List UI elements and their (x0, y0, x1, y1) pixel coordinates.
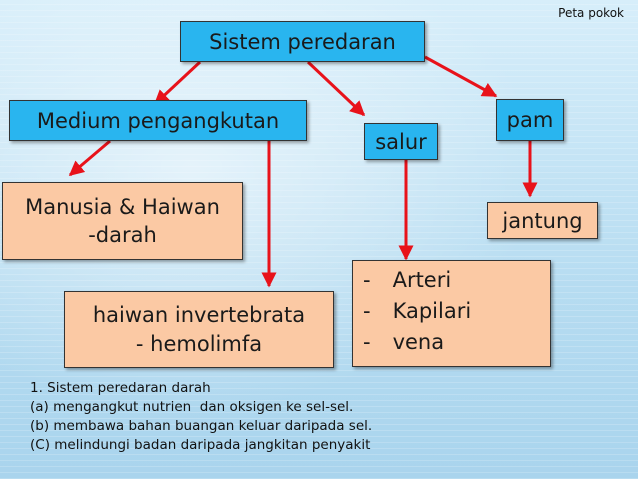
node-manusia-haiwan: Manusia & Haiwan -darah (2, 182, 243, 260)
corner-label: Peta pokok (558, 6, 624, 20)
node-pam: pam (496, 99, 564, 141)
node-invertebrata-line-1: haiwan invertebrata (92, 302, 306, 327)
note-line: 1. Sistem peredaran darah (30, 380, 211, 396)
list-item: -Kapilari (363, 296, 550, 327)
note-line: (C) melindungi badan daripada jangkitan … (30, 437, 371, 453)
node-parts: -Arteri -Kapilari -vena (352, 260, 551, 367)
arrow-root-medium (153, 60, 202, 106)
node-sistem-peredaran-label: Sistem peredaran (209, 29, 396, 54)
node-jantung: jantung (487, 202, 598, 239)
node-jantung-label: jantung (502, 208, 583, 233)
node-salur: salur (364, 123, 438, 160)
part-text: vena (392, 330, 445, 354)
node-medium-label: Medium pengangkutan (36, 108, 280, 133)
notes: 1. Sistem peredaran darah (a) mengangkut… (30, 379, 372, 455)
arrow-medium-manusia (68, 139, 111, 177)
bullet: - (363, 330, 371, 354)
bullet: - (363, 268, 371, 292)
part-text: Kapilari (392, 299, 472, 323)
part-text: Arteri (392, 268, 452, 292)
parts-list: -Arteri -Kapilari -vena (363, 265, 550, 358)
node-sistem-peredaran: Sistem peredaran (180, 21, 425, 62)
arrow-root-pam (424, 55, 498, 98)
list-item: -Arteri (363, 265, 550, 296)
node-salur-label: salur (375, 129, 427, 154)
node-medium-pengangkutan: Medium pengangkutan (9, 100, 307, 141)
note-line: (b) membawa bahan buangan keluar daripad… (30, 418, 373, 434)
node-manusia-line-1: Manusia & Haiwan (25, 195, 220, 219)
arrow-root-salur (306, 60, 366, 117)
node-pam-label: pam (506, 108, 554, 132)
node-haiwan-invertebrata: haiwan invertebrata - hemolimfa (64, 291, 334, 368)
bullet: - (363, 299, 371, 323)
list-item: -vena (363, 327, 550, 358)
note-line: (a) mengangkut nutrien dan oksigen ke se… (30, 399, 354, 415)
node-invertebrata-line-2: - hemolimfa (135, 331, 263, 356)
node-manusia-line-2: -darah (88, 223, 157, 247)
